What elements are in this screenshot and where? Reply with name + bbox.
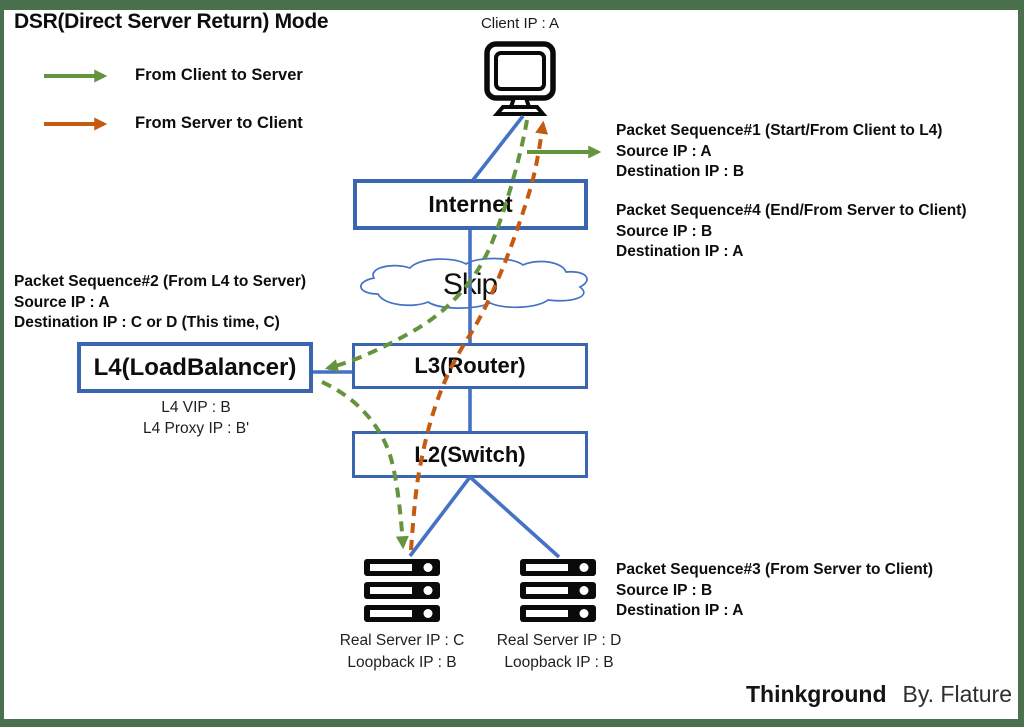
packet3-destination: Destination IP : A <box>616 602 744 619</box>
packet3-title: Packet Sequence#3 (From Server to Client… <box>616 561 934 578</box>
link-client-internet <box>471 114 525 182</box>
path-client-to-l4 <box>324 119 529 372</box>
server-d-loopback-label: Loopback IP : B <box>504 654 614 671</box>
node-internet: Internet <box>353 179 588 230</box>
packet1-destination: Destination IP : B <box>616 163 745 180</box>
l4-vip-note: L4 VIP : B <box>161 399 231 416</box>
server-c-ip-label: Real Server IP : C <box>339 632 465 649</box>
server-d-ip-label: Real Server IP : D <box>496 632 622 649</box>
footer-byline: By. Flature <box>902 681 1013 707</box>
packet-sequence-2: Packet Sequence#2 (From L4 to Server) So… <box>14 272 306 334</box>
legend-server-to-client-label: From Server to Client <box>135 114 303 132</box>
packet4-destination: Destination IP : A <box>616 243 744 260</box>
real-server-d-icon <box>520 559 596 622</box>
l4-proxy-note: L4 Proxy IP : B' <box>142 420 250 437</box>
client-monitor-icon <box>484 41 556 116</box>
node-l2-switch: L2(Switch) <box>352 431 588 478</box>
node-l3-router: L3(Router) <box>352 343 588 389</box>
real-server-c-icon <box>364 559 440 622</box>
footer: Thinkground By. Flature <box>640 681 1012 708</box>
packet4-source: Source IP : B <box>616 222 713 240</box>
packet-sequence-3: Packet Sequence#3 (From Server to Client… <box>616 560 933 622</box>
packet3-source: Source IP : B <box>616 581 713 599</box>
node-l2-label: L2(Switch) <box>414 441 526 467</box>
packet1-source: Source IP : A <box>616 142 712 160</box>
node-l4-loadbalancer: L4(LoadBalancer) <box>77 342 313 393</box>
node-internet-label: Internet <box>428 191 513 217</box>
packet2-source: Source IP : A <box>14 293 110 311</box>
skip-cloud-label: Skip <box>442 268 498 301</box>
page-title: DSR(Direct Server Return) Mode <box>14 10 329 33</box>
packet-sequence-4: Packet Sequence#4 (End/From Server to Cl… <box>616 201 967 263</box>
link-l2-server-c <box>408 475 472 558</box>
server-c-loopback-label: Loopback IP : B <box>347 654 457 671</box>
packet4-title: Packet Sequence#4 (End/From Server to Cl… <box>616 202 967 219</box>
packet2-title: Packet Sequence#2 (From L4 to Server) <box>14 273 307 290</box>
client-ip-label: Client IP : A <box>480 15 560 32</box>
packet-sequence-1: Packet Sequence#1 (Start/From Client to … <box>616 121 942 183</box>
packet2-destination: Destination IP : C or D (This time, C) <box>14 314 280 331</box>
packet1-title: Packet Sequence#1 (Start/From Client to … <box>616 122 943 139</box>
link-l2-server-d <box>468 475 561 559</box>
footer-brand: Thinkground <box>745 681 887 707</box>
legend-client-to-server-label: From Client to Server <box>135 66 303 84</box>
node-l3-label: L3(Router) <box>414 353 526 378</box>
node-l4-label: L4(LoadBalancer) <box>93 353 297 381</box>
